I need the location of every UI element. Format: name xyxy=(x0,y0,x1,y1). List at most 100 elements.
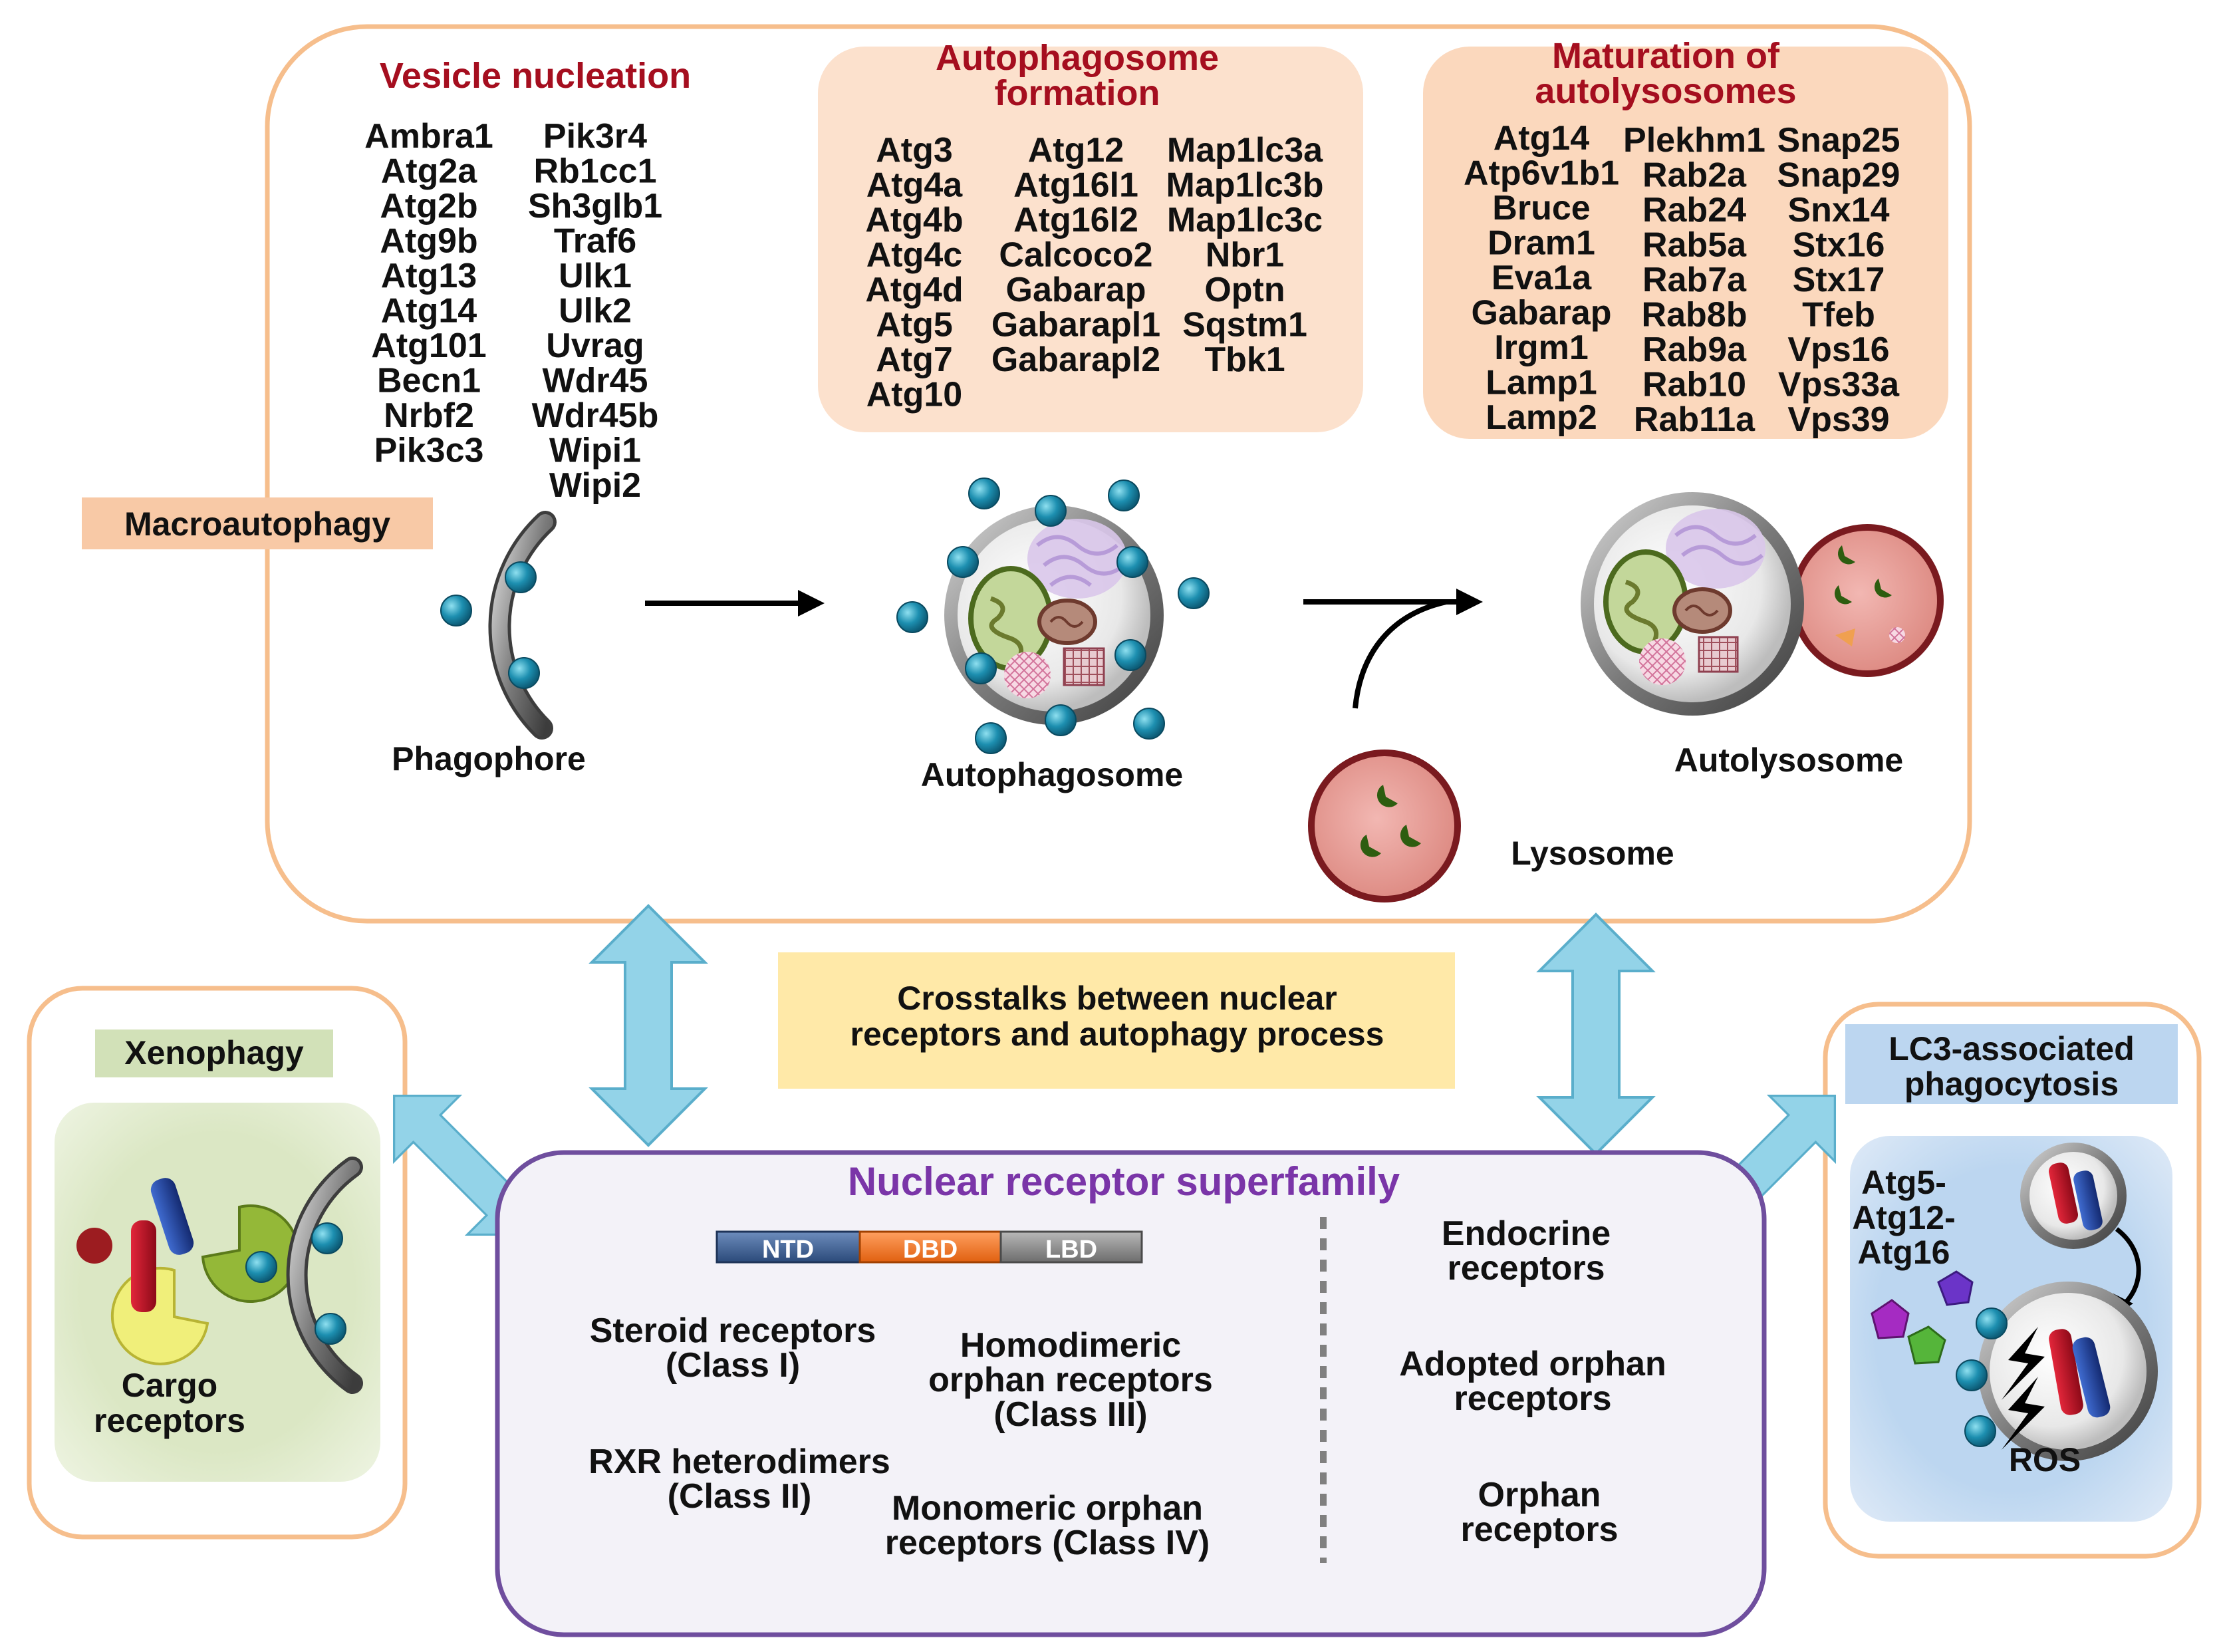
gene-label: Rab11a xyxy=(1634,400,1756,439)
gene-label: Nrbf2 xyxy=(384,396,474,435)
gene-label: Lamp2 xyxy=(1486,398,1597,437)
gene-label: Stx17 xyxy=(1793,261,1885,299)
gene-label: Tfeb xyxy=(1802,296,1875,335)
gene-label: Atg4c xyxy=(866,236,962,275)
gene-label: Atg3 xyxy=(876,131,953,170)
gene-label: Vps33a xyxy=(1778,366,1900,404)
endocrine-line-2: receptors xyxy=(1448,1249,1605,1288)
gene-label: Pik3c3 xyxy=(374,432,484,470)
lap-title-line-1: LC3-associated xyxy=(1889,1030,2135,1067)
gene-label: Tbk1 xyxy=(1204,341,1285,379)
maturation-col3: Snap25Snap29Snx14Stx16Stx17TfebVps16Vps3… xyxy=(1777,121,1900,439)
gene-label: Traf6 xyxy=(554,222,636,261)
cargo-receptors-line-2: receptors xyxy=(94,1402,245,1439)
gene-label: Atg14 xyxy=(381,292,477,331)
maturation-title-1: Maturation of xyxy=(1552,36,1780,76)
xenophagy-title: Xenophagy xyxy=(124,1034,304,1071)
gene-label: Rab24 xyxy=(1642,191,1746,229)
crosstalk-box xyxy=(778,952,1455,1089)
gene-label: Vps16 xyxy=(1787,331,1889,369)
gene-label: Rab5a xyxy=(1642,226,1747,265)
gene-label: Atg5 xyxy=(876,306,953,344)
gene-label: Atg10 xyxy=(866,376,962,414)
gene-label: Nbr1 xyxy=(1206,236,1284,275)
domain-lbd: LBD xyxy=(1045,1236,1097,1264)
gene-label: Optn xyxy=(1204,271,1285,309)
phagosome-ros-icon xyxy=(1956,1282,2158,1461)
gene-label: Atg2b xyxy=(380,187,477,225)
gene-label: Wipi2 xyxy=(549,466,641,505)
nuclear-receptor-panel xyxy=(495,1150,1767,1637)
domain-bar xyxy=(716,1230,1143,1264)
arrow-right-icon xyxy=(645,590,825,617)
gene-label: Atg2a xyxy=(381,152,478,191)
gene-label: Atg4a xyxy=(866,166,964,205)
gene-label: Atg7 xyxy=(876,341,953,379)
autophagosome-formation-title-1: Autophagosome xyxy=(936,38,1219,78)
maturation-col1: Atg14Atp6v1b1BruceDram1Eva1aGabarapIrgm1… xyxy=(1464,119,1619,437)
cargo-shapes-icon xyxy=(1871,1270,1974,1365)
macroautophagy-label: Macroautophagy xyxy=(124,505,390,543)
gene-label: Vps39 xyxy=(1787,400,1889,439)
endocrine-line-1: Endocrine xyxy=(1442,1214,1611,1253)
gene-label: Rab7a xyxy=(1642,261,1747,299)
gene-label: Eva1a xyxy=(1492,259,1592,297)
rxr-line-1: RXR heterodimers xyxy=(588,1443,890,1481)
phagophore-label: Phagophore xyxy=(392,740,586,777)
maturation-title-2: autolysosomes xyxy=(1535,71,1796,111)
autophagosome-formation-title-2: formation xyxy=(995,73,1160,113)
gene-label: Atp6v1b1 xyxy=(1464,154,1619,193)
maturation-col2: Plekhm1Rab2aRab24Rab5aRab7aRab8bRab9aRab… xyxy=(1623,121,1765,439)
gene-label: Rb1cc1 xyxy=(534,152,657,191)
gene-label: Atg13 xyxy=(381,257,477,295)
gene-label: Sh3glb1 xyxy=(528,187,662,225)
autophagosome-formation-col3: Map1lc3aMap1lc3bMap1lc3cNbr1OptnSqstm1Tb… xyxy=(1166,131,1324,379)
gene-label: Bruce xyxy=(1492,189,1590,227)
gene-label: Ulk1 xyxy=(559,257,632,295)
gene-label: Wipi1 xyxy=(549,432,641,470)
gene-label: Gabarapl1 xyxy=(991,306,1160,344)
lap-title-bg xyxy=(1845,1024,2178,1104)
orphan-line-2: receptors xyxy=(1461,1510,1619,1549)
gene-label: Wdr45 xyxy=(543,362,648,400)
domain-ntd: NTD xyxy=(762,1236,814,1264)
autophagosome-icon xyxy=(896,478,1210,754)
steroid-line-1: Steroid receptors xyxy=(590,1311,876,1350)
gene-label: Irgm1 xyxy=(1494,329,1589,367)
gene-label: Rab10 xyxy=(1642,366,1746,404)
autophagosome-label: Autophagosome xyxy=(921,756,1183,793)
cargo-receptors-line-1: Cargo xyxy=(122,1367,217,1404)
homo-line-3: (Class III) xyxy=(993,1395,1147,1434)
gene-label: Atg4d xyxy=(865,271,963,309)
homo-line-1: Homodimeric xyxy=(960,1326,1181,1365)
gene-label: Calcoco2 xyxy=(999,236,1152,275)
gene-label: Rab2a xyxy=(1642,156,1747,195)
mono-line-2: receptors (Class IV) xyxy=(885,1524,1210,1562)
gene-label: Wdr45b xyxy=(532,396,659,435)
gene-label: Atg9b xyxy=(380,222,477,261)
gene-label: Stx16 xyxy=(1793,226,1885,265)
gene-label: Atg12 xyxy=(1028,131,1124,170)
lap-atg-line-1: Atg5- xyxy=(1861,1164,1946,1201)
gene-label: Atg16l2 xyxy=(1013,201,1138,239)
lap-atg-line-2: Atg12- xyxy=(1852,1199,1956,1236)
ros-label: ROS xyxy=(2009,1441,2081,1478)
gene-label: Lamp1 xyxy=(1486,364,1597,402)
xenophagy-scene-bg xyxy=(55,1103,380,1482)
gene-label: Map1lc3a xyxy=(1167,131,1323,170)
gene-label: Gabarap xyxy=(1006,271,1146,309)
autolysosome-label: Autolysosome xyxy=(1674,742,1904,779)
autophagosome-formation-bg xyxy=(818,47,1363,432)
orphan-line-1: Orphan xyxy=(1478,1476,1601,1514)
nuclear-receptor-title: Nuclear receptor superfamily xyxy=(848,1159,1400,1204)
gene-label: Uvrag xyxy=(546,327,644,365)
autolysosome-icon xyxy=(1581,492,1944,716)
gene-label: Ambra1 xyxy=(364,117,493,156)
gene-label: Plekhm1 xyxy=(1623,121,1765,160)
gene-label: Atg14 xyxy=(1494,119,1590,158)
gene-label: Snx14 xyxy=(1787,191,1889,229)
homo-line-2: orphan receptors xyxy=(928,1361,1213,1399)
fusion-arrow-icon xyxy=(1303,589,1483,709)
